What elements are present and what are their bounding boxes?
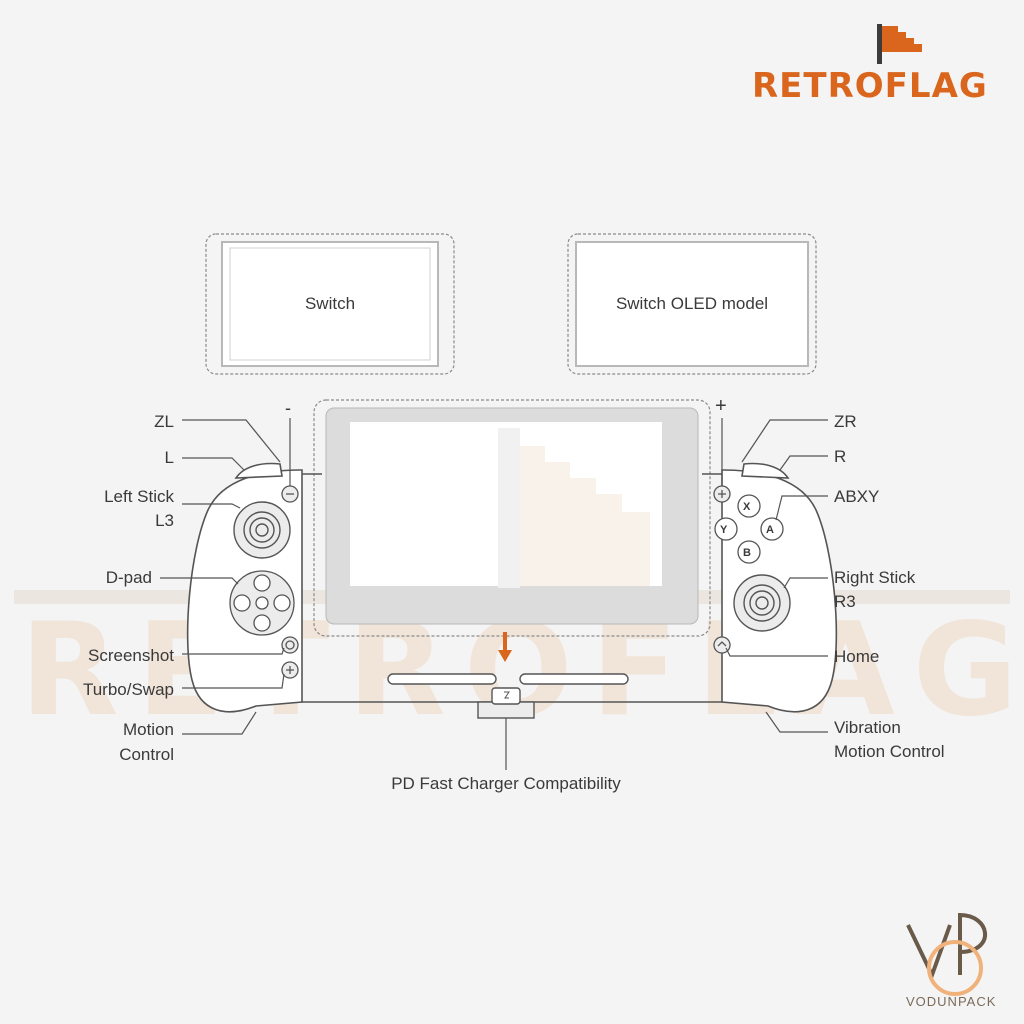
right-callouts [505,418,828,770]
label-zl: ZL [154,412,174,431]
center-console-outline [313,399,711,637]
label-l3: L3 [155,511,174,530]
charging-dock [387,673,629,719]
label-screenshot: Screenshot [88,646,174,665]
retroflag-logo-icon [877,24,922,64]
vodunpack-logo-icon [906,912,987,996]
label-motion: Motion [122,720,174,739]
label-pd-charger: PD Fast Charger Compatibility [391,774,621,793]
vodunpack-name: VODUNPACK [906,994,997,1009]
left-stick-icon [233,501,291,559]
screenshot-button-icon [281,636,299,654]
label-vibration: Vibration [834,718,901,737]
label-zr: ZR [834,412,857,431]
zl-shoulder-button [234,462,283,479]
minus-symbol: - [285,398,291,418]
button-x-label: X [743,501,751,513]
label-turbo-swap: Turbo/Swap [82,680,174,699]
oled-console-outline [567,233,817,375]
button-a-label: A [766,524,774,536]
oled-label: Switch OLED model [615,294,769,313]
label-l: L [164,448,174,467]
label-dpad: D-pad [105,568,152,587]
down-arrow-icon [498,632,512,662]
abxy-buttons [714,494,784,564]
switch-console-outline [205,233,455,375]
label-r: R [834,447,847,466]
label-r3: R3 [834,592,856,611]
dpad-icon [229,570,295,636]
lightning-icon [504,691,510,699]
label-motion-control: Control [119,745,174,764]
plus-symbol: + [715,395,727,417]
label-left-stick: Left Stick [104,487,174,506]
zr-shoulder-button [741,462,790,479]
button-y-label: Y [720,524,728,536]
turbo-button-icon [281,661,299,679]
label-abxy: ABXY [834,487,880,506]
label-home: Home [834,647,880,666]
minus-button-icon [281,485,299,503]
left-callouts [160,418,291,735]
label-right-stick: Right Stick [834,568,916,587]
switch-label: Switch [304,294,356,313]
plus-button-icon [713,485,731,503]
button-b-label: B [743,547,751,559]
right-stick-icon [733,574,791,632]
label-vibration-motion-control: Motion Control [834,742,945,761]
brand-logo-text: RETROFLAG [752,66,988,106]
